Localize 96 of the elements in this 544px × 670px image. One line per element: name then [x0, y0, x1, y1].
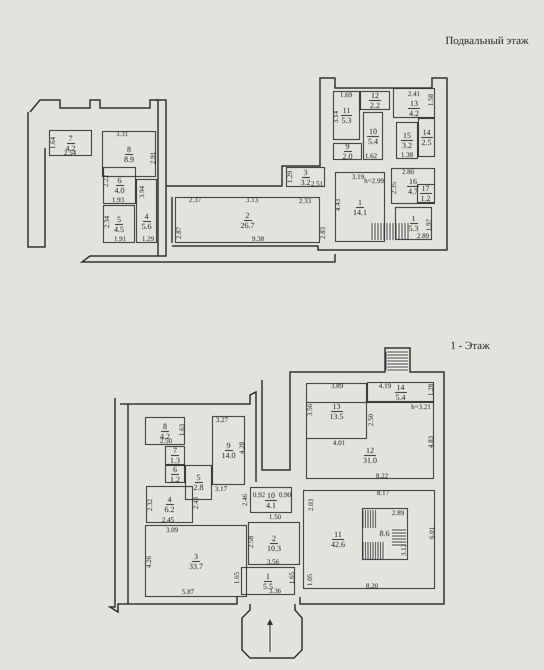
- room-outline: [165, 446, 185, 465]
- room-area: 5.4: [396, 392, 406, 402]
- room-outline: [136, 179, 157, 243]
- room-area: 31.0: [363, 456, 377, 465]
- room-area: 42.6: [331, 540, 345, 549]
- room-area: 1.2: [170, 474, 180, 484]
- room-number: 9: [224, 441, 232, 451]
- room-number: 10: [367, 126, 379, 136]
- room-area: 5.3: [342, 116, 352, 125]
- room-number: 13: [330, 402, 342, 412]
- room-area: 2.8: [194, 483, 204, 492]
- room-area: 5.4: [368, 136, 378, 146]
- room-area: 4.5: [114, 224, 124, 234]
- room-number: 16: [407, 176, 419, 186]
- floor-title: Подвальный этаж: [445, 35, 529, 47]
- room-outline: [212, 416, 245, 485]
- room-number: 13: [408, 98, 420, 108]
- room-area: 1.3: [170, 456, 180, 465]
- room-number: 14: [394, 382, 406, 392]
- room-outline: [165, 465, 185, 483]
- room-area: 14.0: [222, 451, 236, 460]
- room-area: 3.2: [402, 141, 412, 150]
- room-area: 5.3: [408, 224, 418, 233]
- room-outline: [395, 207, 432, 240]
- room-area: 4.1: [266, 500, 276, 510]
- room-number: 9: [344, 142, 352, 152]
- room-number: 1: [356, 198, 364, 208]
- room-number: 2: [270, 534, 278, 544]
- room-area: 8.9: [124, 154, 134, 164]
- room-area: 4.0: [114, 186, 124, 195]
- room-number: 3: [302, 168, 310, 178]
- room-outline: [241, 567, 295, 595]
- room-outline: [393, 88, 435, 118]
- room-number: 3: [192, 552, 200, 562]
- room-number: 12: [364, 446, 376, 456]
- room-area: 5.5: [263, 582, 273, 590]
- room-area: 8.6: [380, 529, 390, 538]
- room-number: 11: [340, 106, 352, 116]
- room-number: 5: [115, 214, 123, 224]
- room-number: 1: [410, 214, 418, 224]
- room-number: 4: [142, 212, 150, 222]
- room-outline: [396, 122, 418, 159]
- room-area: 10.3: [267, 544, 281, 553]
- room-outline: [363, 112, 383, 160]
- room-area: 13.5: [330, 412, 344, 420]
- room-area: 2.2: [370, 101, 380, 110]
- room-outline: [102, 131, 156, 177]
- room-area: 2.5: [422, 138, 432, 147]
- room-outline: [306, 402, 434, 479]
- room-outline: [362, 508, 408, 560]
- room-number: 12: [369, 91, 381, 101]
- room-area: 14.1: [353, 208, 367, 216]
- room-outline: [303, 490, 435, 589]
- room-number: 7: [171, 446, 179, 456]
- room-number: 4: [166, 495, 174, 505]
- room-number: 8: [161, 422, 169, 432]
- room-area: 5.6: [142, 222, 152, 230]
- room-number: 1: [264, 572, 272, 582]
- room-outline: [49, 130, 92, 156]
- room-area: 1.2: [420, 194, 430, 202]
- room-outline: [103, 167, 136, 204]
- room-outline: [306, 383, 367, 439]
- room-number: 7: [66, 134, 74, 144]
- room-outline: [335, 172, 385, 242]
- room-number: 8: [125, 144, 133, 154]
- room-number: 2: [244, 210, 252, 220]
- room-outline: [146, 486, 193, 523]
- room-outline: [360, 91, 390, 110]
- room-outline: [286, 167, 325, 187]
- room-outline: [367, 382, 434, 402]
- room-outline: [333, 143, 362, 160]
- room-outline: [145, 525, 247, 597]
- room-outline: [250, 487, 292, 513]
- room-number: 5: [194, 473, 202, 483]
- room-number: 6: [116, 176, 124, 186]
- room-outline: [145, 417, 185, 445]
- room-outline: [391, 168, 435, 204]
- room-outline: [418, 118, 435, 157]
- room-number: 11: [332, 530, 344, 540]
- room-area: 6.2: [164, 505, 174, 514]
- room-area: 3.2: [300, 178, 310, 186]
- room-area: 4.2: [409, 108, 419, 118]
- room-outline: [103, 205, 135, 243]
- room-area: 2.0: [342, 152, 352, 161]
- room-number: 10: [265, 490, 277, 500]
- room-outline: [333, 91, 360, 140]
- room-area: 33.7: [189, 562, 203, 570]
- room-area: 26.7: [240, 220, 254, 230]
- room-outline: [175, 197, 320, 243]
- floor-title: 1 - Этаж: [450, 340, 490, 352]
- room-number: 6: [171, 464, 179, 474]
- room-number: 17: [420, 184, 432, 194]
- room-outline: [416, 184, 434, 202]
- room-number: 14: [420, 128, 432, 138]
- room-outline: [248, 522, 300, 565]
- room-number: 15: [401, 131, 413, 141]
